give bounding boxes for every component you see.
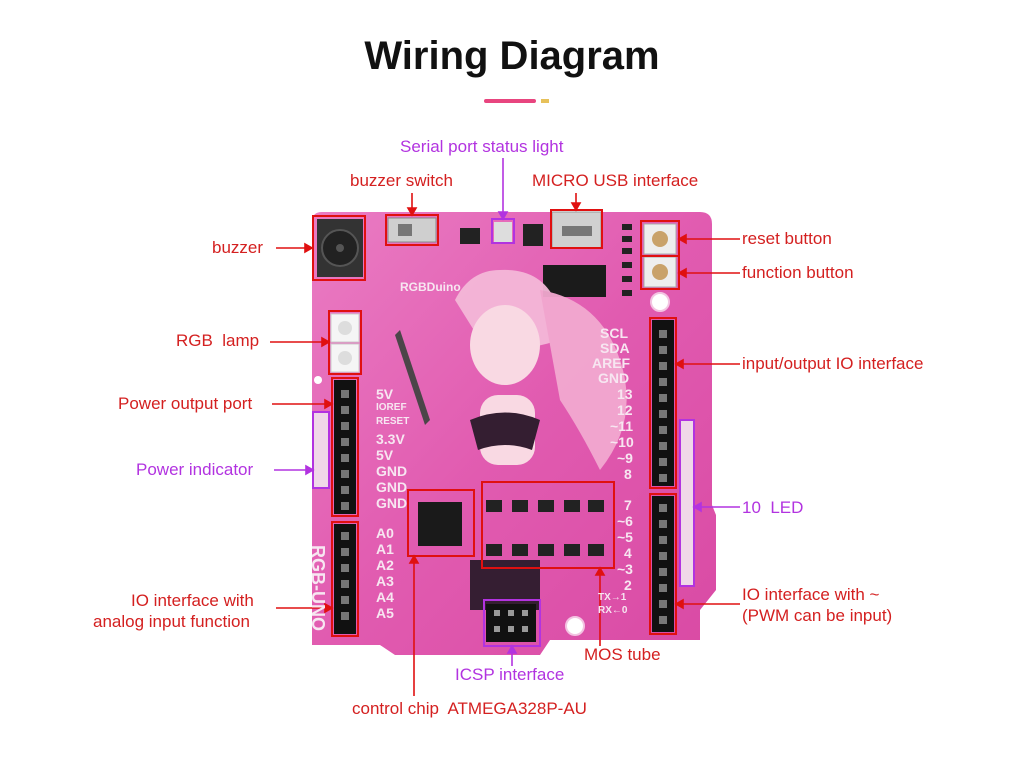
label-rgb-lamp: RGB lamp	[176, 331, 260, 350]
icsp-header	[486, 604, 536, 642]
pin-label: RX←0	[598, 605, 628, 616]
pin-label: ~10	[610, 434, 634, 450]
pin-label: A2	[376, 557, 394, 573]
control-chip	[418, 502, 462, 546]
label-reset-button: reset button	[742, 229, 832, 248]
pin-label: GND	[376, 479, 408, 495]
mount-hole	[314, 376, 322, 384]
pin-label: IOREF	[376, 402, 407, 413]
pin-label: A1	[376, 541, 394, 557]
mount-hole	[565, 616, 585, 636]
pin-label: 5V	[376, 447, 394, 463]
pin-label: 7	[624, 497, 632, 513]
label-serial-port-status-light: Serial port status light	[400, 137, 564, 156]
pin-label: 2	[624, 577, 632, 593]
pin-label: GND	[598, 370, 630, 386]
title-underline	[484, 99, 536, 103]
power-header	[334, 380, 356, 514]
label-micro-usb: MICRO USB interface	[532, 171, 699, 190]
label-icsp: ICSP interface	[455, 665, 565, 684]
pin-label: GND	[376, 495, 408, 511]
label-power-output-port: Power output port	[118, 394, 253, 413]
label-mos-tube: MOS tube	[584, 645, 661, 664]
page-title: Wiring Diagram	[364, 34, 660, 78]
io-header-bottom	[652, 496, 674, 632]
power-indicator-leds	[312, 411, 330, 489]
pin-label: 13	[617, 386, 633, 402]
pin-label: A0	[376, 525, 394, 541]
pin-label: ~5	[617, 529, 633, 545]
pin-label: A4	[376, 589, 394, 605]
pin-label: A5	[376, 605, 394, 621]
brand-label: RGBDuino	[400, 280, 461, 294]
label-pwm-io-line2: (PWM can be input)	[742, 606, 893, 625]
pin-label: SDA	[600, 340, 630, 356]
ten-led-column	[679, 419, 695, 587]
label-control-chip: control chip ATMEGA328P-AU	[352, 699, 587, 718]
label-pwm-io-line1: IO interface with ~	[742, 585, 880, 604]
mount-hole	[650, 292, 670, 312]
pin-label: TX→1	[598, 592, 627, 603]
pin-label: AREF	[592, 355, 631, 371]
usb-chip	[543, 265, 606, 297]
label-power-indicator: Power indicator	[136, 460, 254, 479]
io-header-top	[652, 320, 674, 486]
pin-label: 8	[624, 466, 632, 482]
pin-label: GND	[376, 463, 408, 479]
pin-label: ~9	[617, 450, 633, 466]
pin-label: A3	[376, 573, 394, 589]
label-buzzer-switch: buzzer switch	[350, 171, 453, 190]
serial-leds	[494, 222, 512, 242]
pin-label: 12	[617, 402, 633, 418]
label-analog-io-line2: analog input function	[93, 612, 250, 631]
pin-label: 5V	[376, 386, 394, 402]
pin-label: ~3	[617, 561, 633, 577]
mos-tubes	[486, 500, 604, 556]
title-underline-accent	[541, 99, 549, 103]
label-buzzer: buzzer	[212, 238, 264, 257]
pin-label: 3.3V	[376, 431, 405, 447]
pin-label: SCL	[600, 325, 628, 341]
analog-header	[334, 524, 356, 634]
model-label: RGB-UNO	[308, 545, 328, 631]
label-io-interface: input/output IO interface	[742, 354, 924, 373]
pin-label: ~6	[617, 513, 633, 529]
pin-label: ~11	[610, 418, 633, 434]
label-analog-io-line1: IO interface with	[131, 591, 254, 610]
label-function-button: function button	[742, 263, 854, 282]
pin-label: 4	[624, 545, 632, 561]
label-ten-led: 10 LED	[742, 498, 804, 517]
pin-label: RESET	[376, 416, 410, 427]
